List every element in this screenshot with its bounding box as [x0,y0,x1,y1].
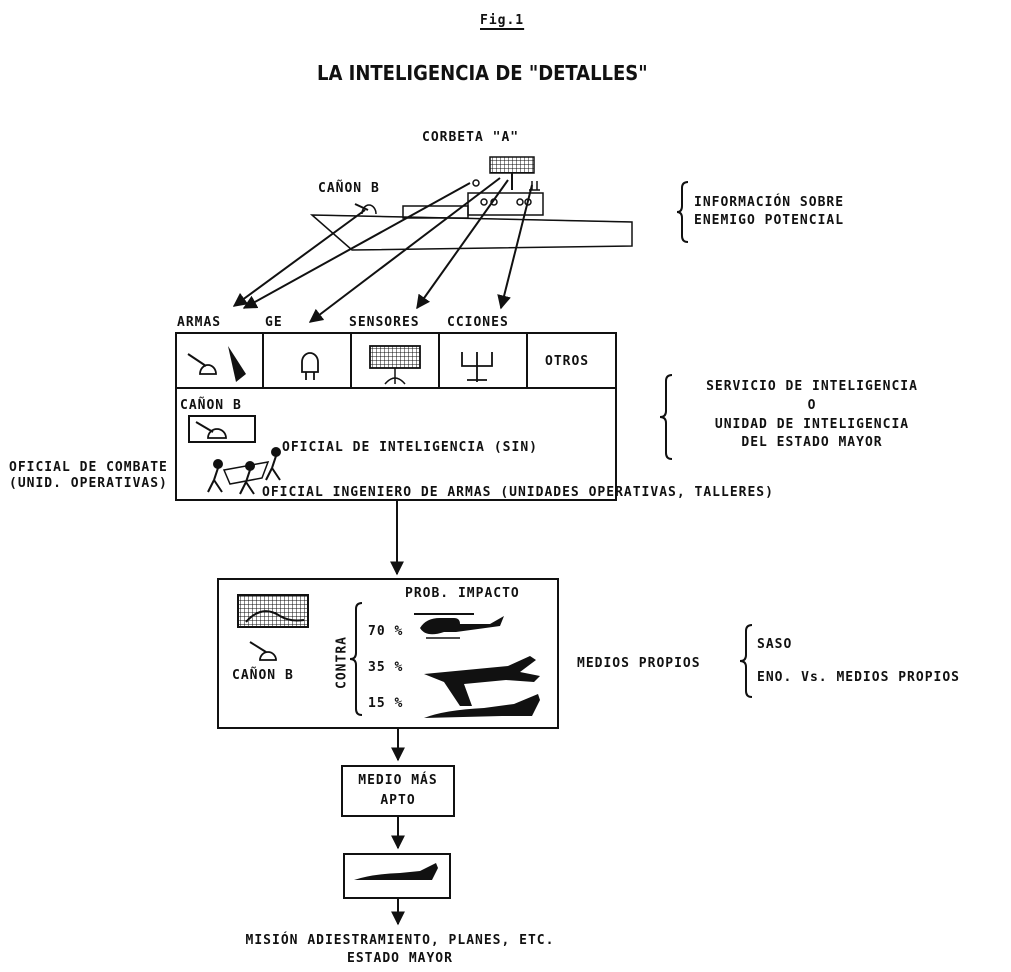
category-ge: GE [265,316,283,329]
contra-brace [350,603,362,715]
prob-canon-label: CAÑON B [232,669,294,682]
diagram-title: LA INTELIGENCIA DE "DETALLES" [317,63,648,83]
prob-row-3-value: 15 % [368,697,403,710]
electronic-warfare-icon [302,353,318,380]
brace-own-means [740,625,752,697]
intel-canon-label: CAÑON B [180,399,242,412]
enemy-info-line1: INFORMACIÓN SOBRE [694,196,844,209]
combat-officer-line1: OFICIAL DE COMBATE [9,461,168,474]
ship-canon-label: CAÑON B [318,182,380,195]
figure-label: Fig.1 [480,14,524,27]
others-cell: OTROS [545,355,589,368]
own-means-label: MEDIOS PROPIOS [577,657,701,670]
canon-b-small-icon [250,642,276,660]
ship-name: CORBETA "A" [422,131,519,144]
combat-officer-line2: (UNID. OPERATIVAS) [9,477,168,490]
brace-intel-service [660,375,672,459]
aircraft-icon [424,656,540,706]
prob-header: PROB. IMPACTO [405,587,520,600]
category-sensores: SENSORES [349,316,420,329]
best-means-line2: APTO [342,794,454,807]
intel-service-line4: DEL ESTADO MAYOR [672,436,952,449]
corvette-ship-icon [312,157,632,250]
communications-antenna-icon [462,352,492,382]
intel-service-line3: UNIDAD DE INTELIGENCIA [672,418,952,431]
bottom-line2: ESTADO MAYOR [150,952,650,965]
canon-b-icon-box [189,416,255,442]
intel-service-line1: SERVICIO DE INTELIGENCIA [672,380,952,393]
category-cciones: CCIONES [447,316,509,329]
mission-jet-icon [354,863,438,880]
sensor-radar-icon [370,346,420,384]
helicopter-icon [414,614,504,638]
bottom-line1: MISIÓN ADIESTRAMIENTO, PLANES, ETC. [150,934,650,947]
enemy-info-line2: ENEMIGO POTENCIAL [694,214,844,227]
jet-profile-icon [424,694,540,718]
contra-label: CONTRA [336,628,349,698]
engineer-officer-label: OFICIAL INGENIERO DE ARMAS (UNIDADES OPE… [262,486,774,499]
radar-display-icon [238,595,308,627]
intel-service-line2: O [672,399,952,412]
intel-officer-label: OFICIAL DE INTELIGENCIA (SIN) [282,441,538,454]
weapons-icon [188,346,246,382]
own-means-line2: ENO. Vs. MEDIOS PROPIOS [757,671,960,684]
own-means-line1: SASO [757,638,792,651]
brace-enemy-info [677,182,688,242]
best-means-line1: MEDIO MÁS [342,774,454,787]
category-armas: ARMAS [177,316,221,329]
prob-row-2-value: 35 % [368,661,403,674]
prob-row-1-value: 70 % [368,625,403,638]
